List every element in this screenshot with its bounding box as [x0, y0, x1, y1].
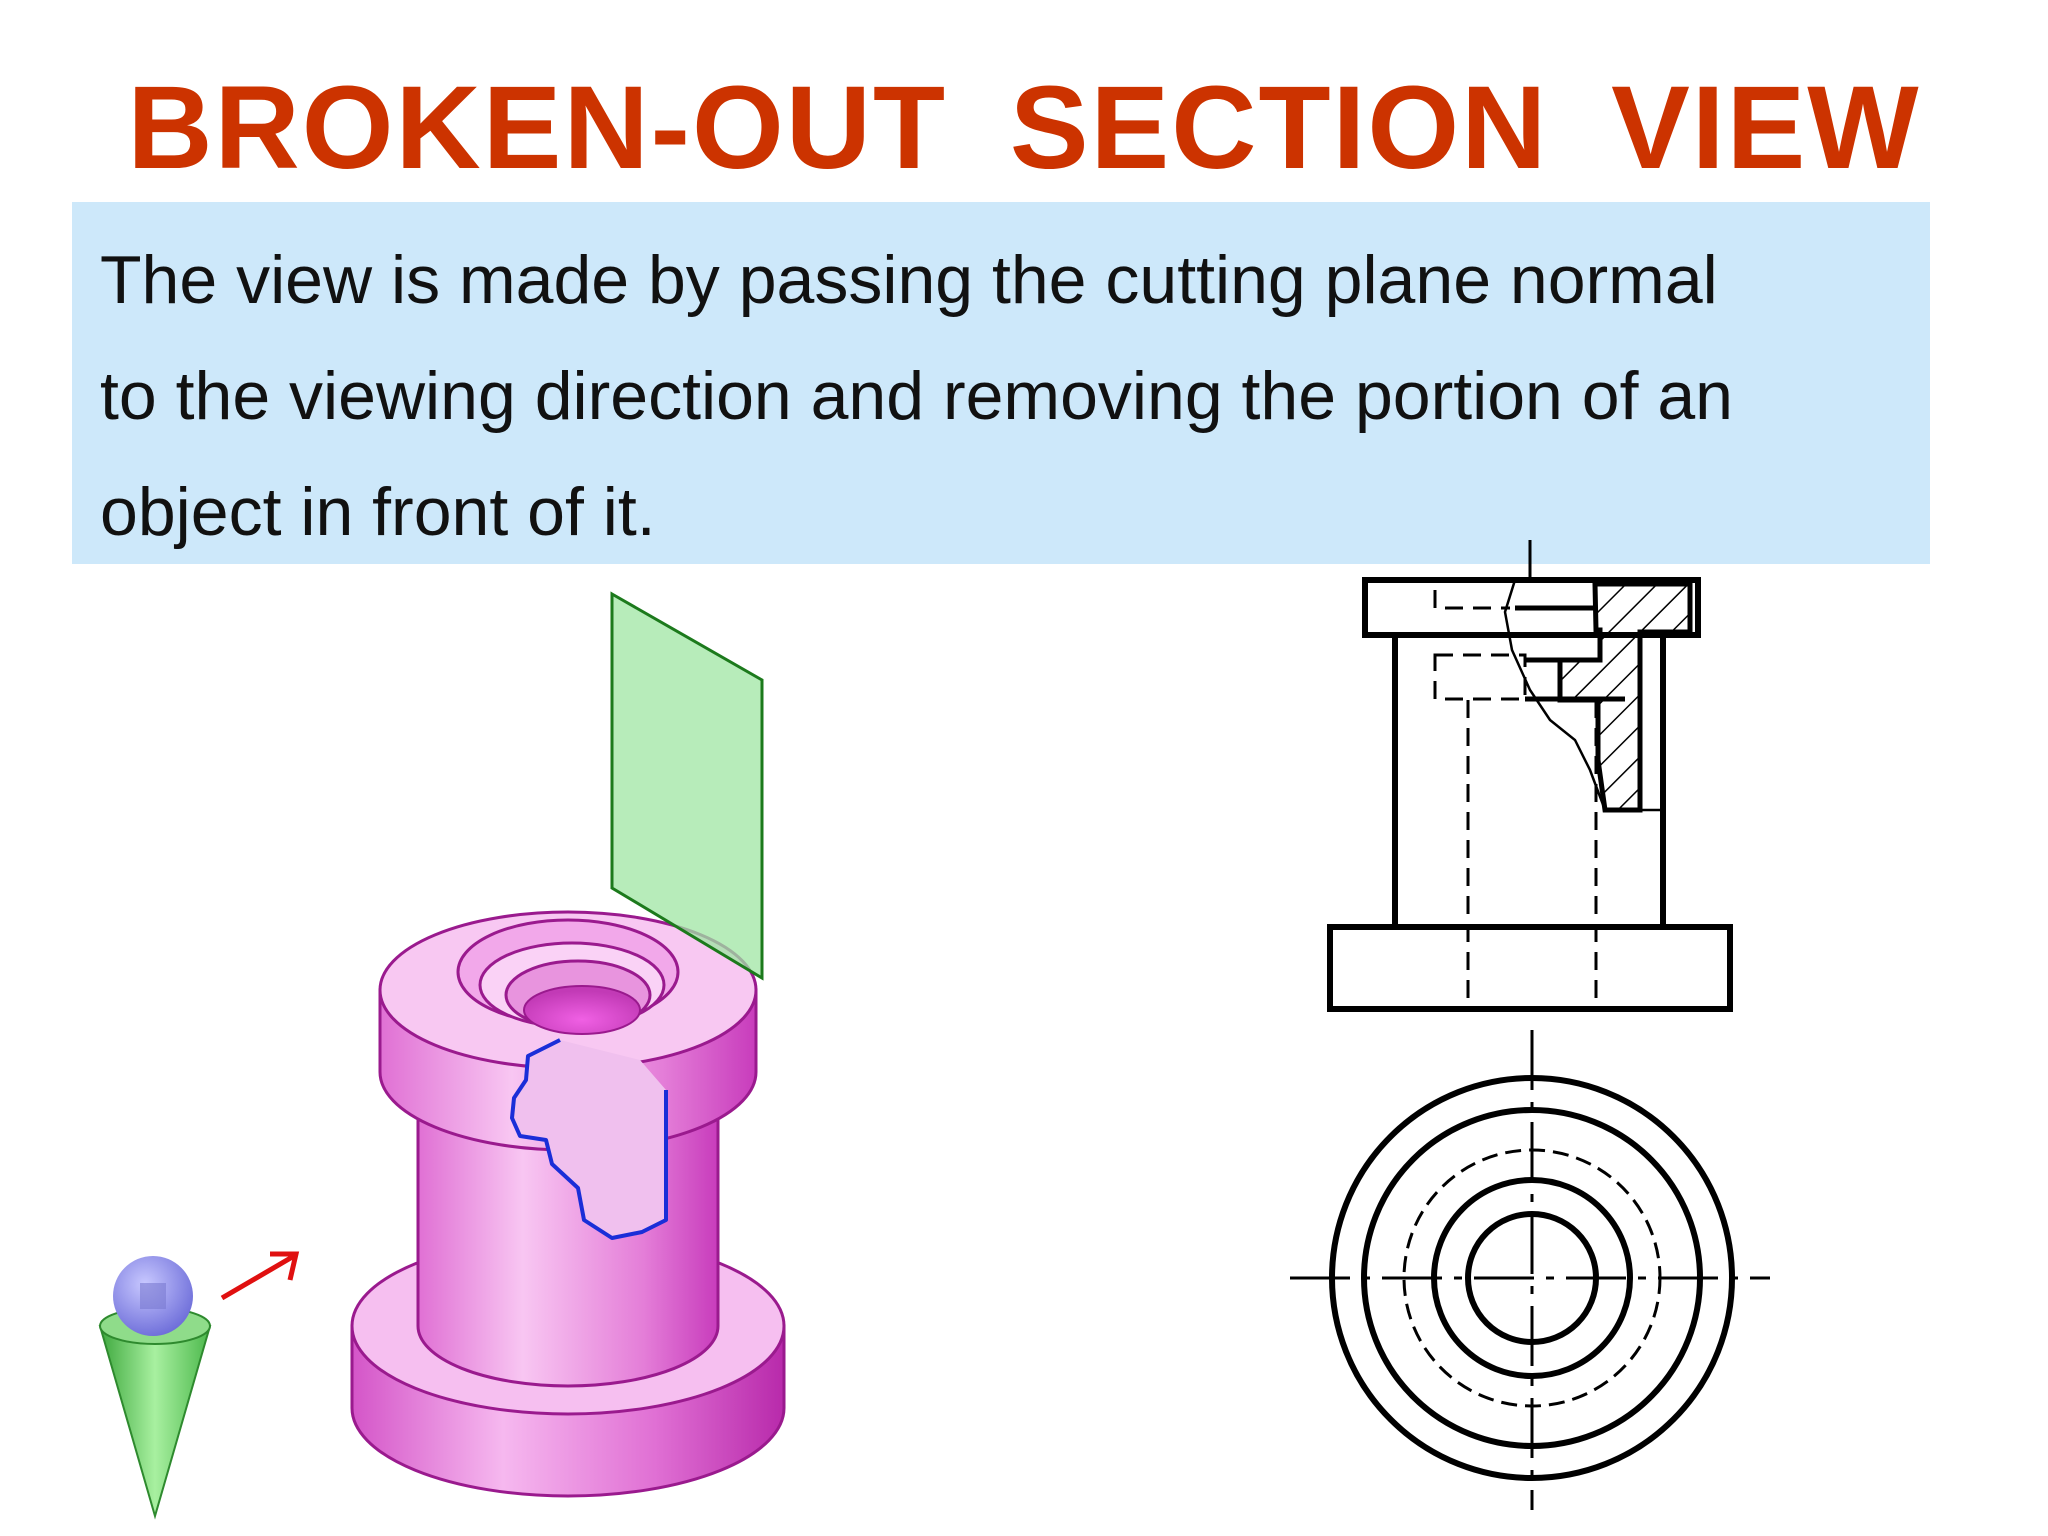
definition-box: The view is made by passing the cutting … — [72, 202, 1930, 564]
definition-line-1: The view is made by passing the cutting … — [100, 242, 1718, 318]
slide-title: BROKEN-OUT SECTION VIEW — [127, 62, 1921, 194]
definition-line-3: object in front of it. — [100, 474, 656, 550]
broken-out-cut — [510, 1038, 668, 1240]
cutting-plane — [610, 591, 764, 981]
section-hatch — [1503, 579, 1693, 813]
break-line — [510, 1038, 668, 1240]
definition-line-2: to the viewing direction and removing th… — [100, 358, 1733, 434]
pictorial-part — [350, 591, 786, 1498]
observer-eye-icon — [98, 1256, 212, 1520]
view-direction-arrow-icon — [220, 1251, 300, 1301]
front-view — [1327, 540, 1733, 1012]
top-view — [1290, 1030, 1770, 1510]
counterbore — [456, 918, 680, 1035]
